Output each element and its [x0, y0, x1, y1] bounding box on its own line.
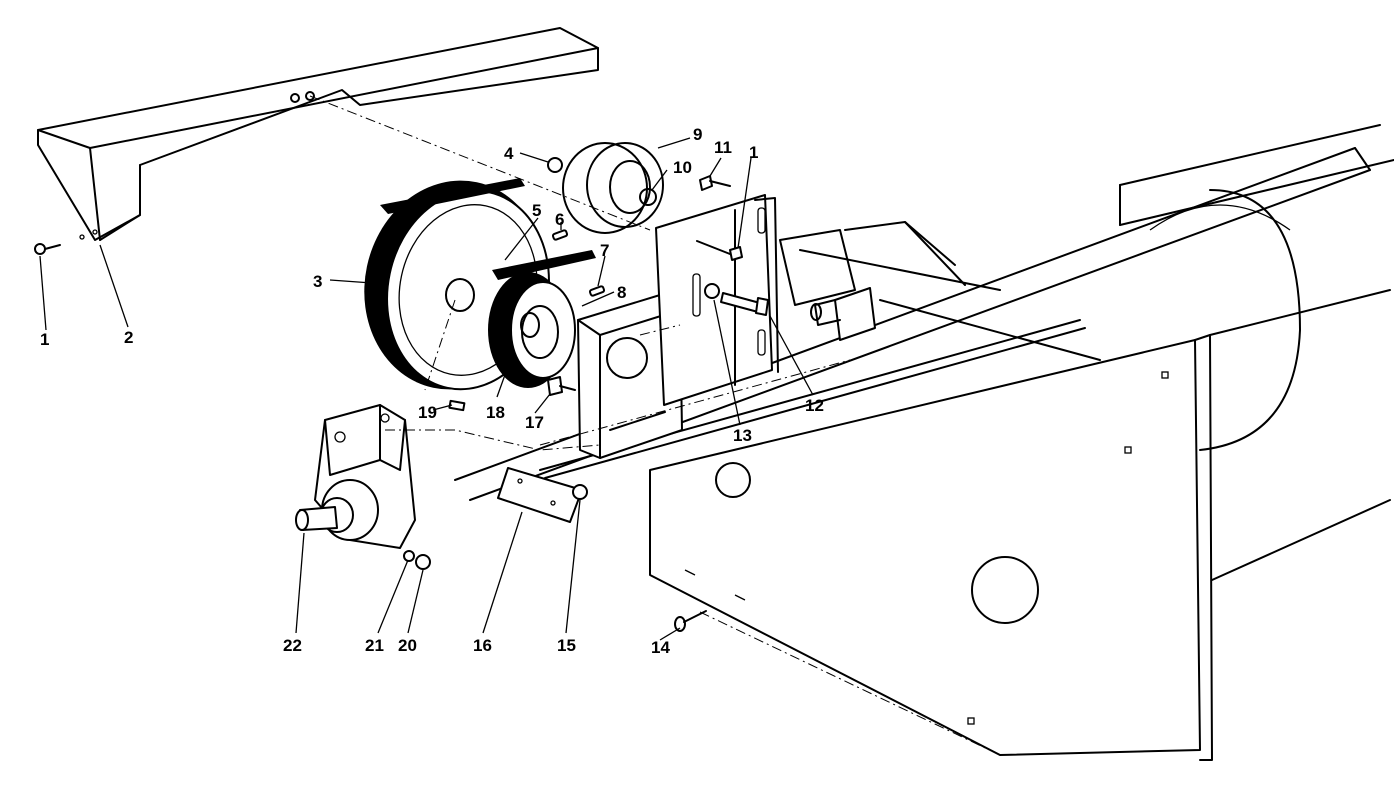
callout-11: 11: [714, 138, 732, 157]
belt-cover-hood: [37, 27, 599, 241]
callout-19: 19: [418, 403, 437, 422]
callout-20: 20: [398, 636, 417, 655]
callout-22: 22: [283, 636, 302, 655]
leader-lines: [39, 137, 814, 641]
idler-pulley: [562, 142, 664, 234]
callout-5: 5: [532, 201, 541, 220]
callout-4: 4: [504, 144, 514, 163]
callout-15: 15: [557, 636, 576, 655]
main-housing: [454, 124, 1394, 761]
assembly-centerlines: [309, 95, 1001, 756]
callout-14: 14: [651, 638, 670, 657]
callout-1-right: 1: [749, 143, 758, 162]
callout-1-left: 1: [40, 330, 49, 349]
callout-3: 3: [313, 272, 322, 291]
gearbox: [295, 404, 416, 549]
callout-numbers: 1 2 3 4 5 6 7 8 9 10 11 1 12 13 14 15 16…: [40, 125, 824, 657]
callout-18: 18: [486, 403, 505, 422]
callout-9: 9: [693, 125, 702, 144]
callout-2: 2: [124, 328, 133, 347]
small-pulley: [488, 250, 596, 388]
callout-13: 13: [733, 426, 752, 445]
hardware: [34, 157, 769, 632]
callout-10: 10: [673, 158, 692, 177]
callout-8: 8: [617, 283, 626, 302]
callout-6: 6: [555, 210, 564, 229]
callout-7: 7: [600, 241, 609, 260]
callout-12: 12: [805, 396, 824, 415]
callout-17: 17: [525, 413, 544, 432]
callout-21: 21: [365, 636, 384, 655]
shaft-support: [810, 287, 876, 341]
mount-plate: [497, 467, 583, 523]
callout-16: 16: [473, 636, 492, 655]
